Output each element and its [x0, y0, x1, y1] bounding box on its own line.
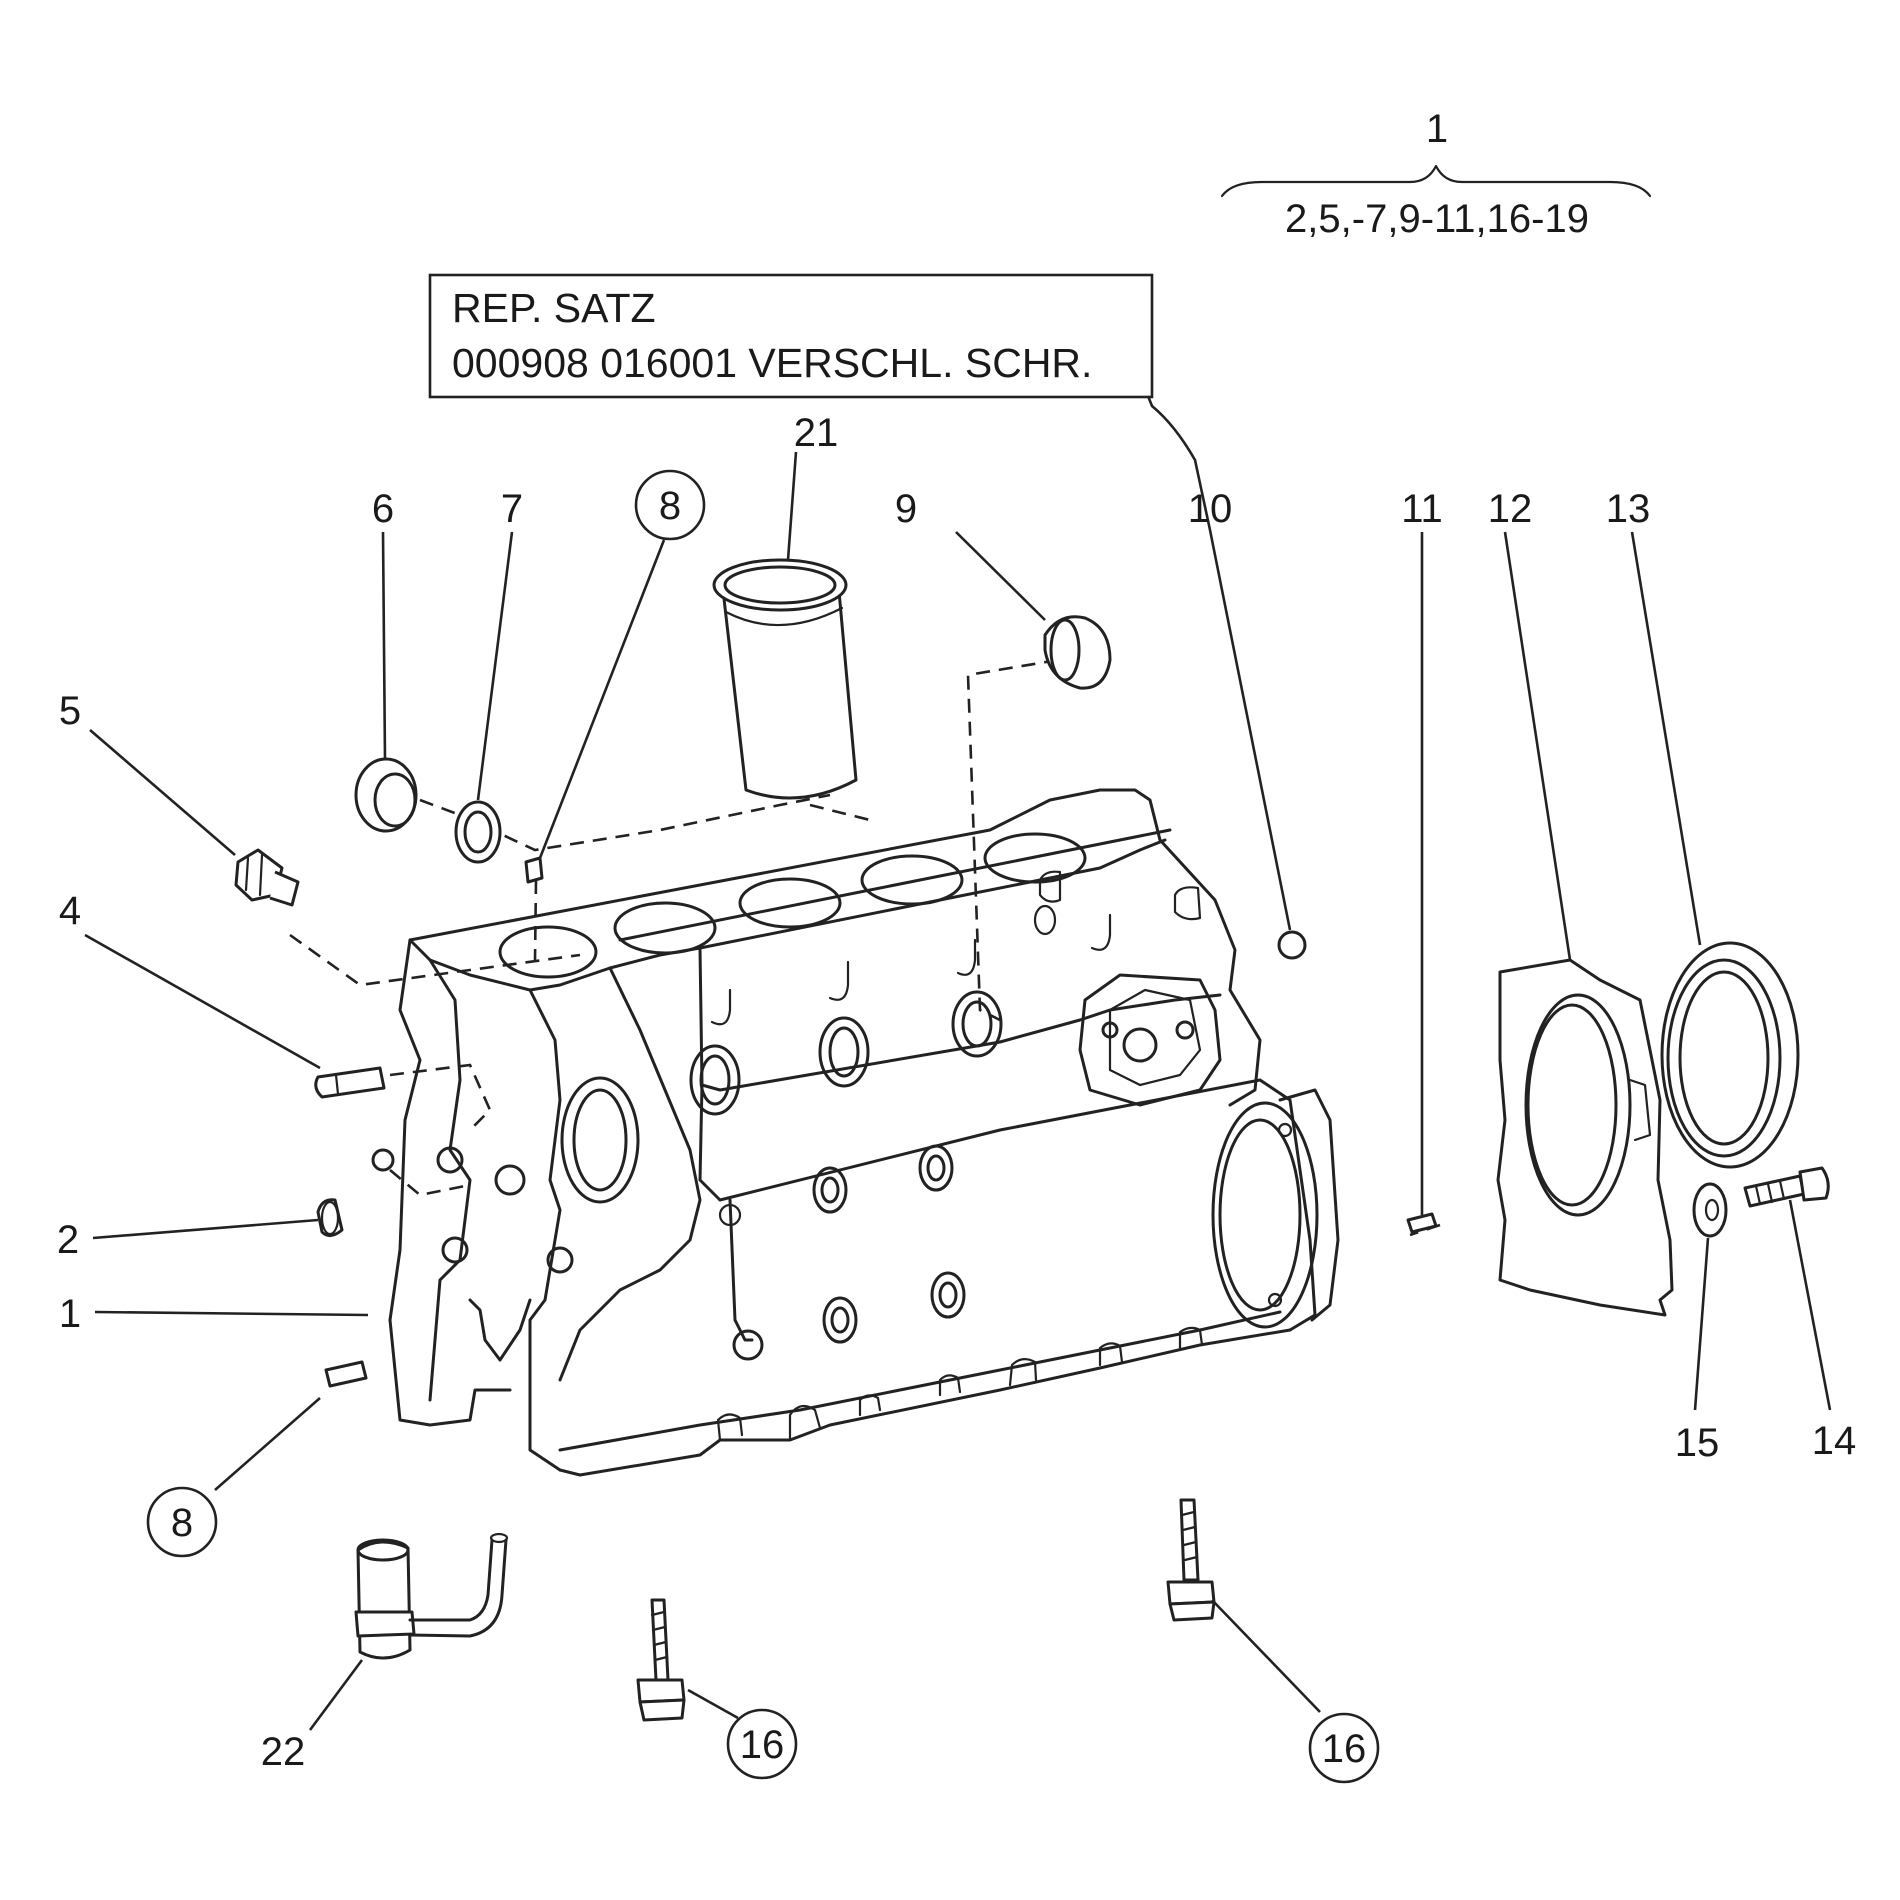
callout-2: 2 [57, 1218, 79, 1262]
part-6-cap [354, 757, 418, 833]
callout-21: 21 [794, 411, 839, 455]
callout-16-left-circle [726, 1708, 798, 1780]
callout-1: 1 [59, 1292, 81, 1336]
callout-16-right: 16 [1322, 1727, 1367, 1771]
part-13-rear-seal [1660, 941, 1800, 1169]
callout-22: 22 [261, 1730, 306, 1774]
part-4-pin [314, 1066, 386, 1099]
part-16-bolt-left [636, 1598, 686, 1722]
callout-14: 14 [1812, 1419, 1857, 1463]
part-11-dowel-pin [1406, 1212, 1438, 1234]
callout-10: 10 [1188, 487, 1233, 531]
callout-8-top-circle [634, 469, 706, 541]
part-7-ring [454, 800, 502, 864]
callout-8-bottom: 8 [171, 1501, 193, 1545]
kit-note-line1: REP. SATZ [452, 285, 656, 331]
part-8-dowel-bottom [324, 1360, 368, 1388]
callout-7: 7 [501, 487, 523, 531]
part-9-core-plug [1043, 615, 1112, 690]
part-14-bolt [1743, 1166, 1830, 1208]
callout-5: 5 [59, 689, 81, 733]
callout-9: 9 [895, 487, 917, 531]
callout-6: 6 [372, 487, 394, 531]
assembly-contents: 2,5,-7,9-11,16-19 [1285, 197, 1589, 241]
callout-8-bottom-circle [146, 1486, 218, 1558]
callout-11: 11 [1401, 487, 1443, 531]
alignment-lines [289, 658, 1441, 1237]
assembly-number: 1 [1426, 107, 1448, 151]
assembly-brace [1220, 164, 1652, 198]
engine-block [371, 788, 1340, 1477]
part-8-dowel-top [524, 856, 544, 884]
kit-note-box [428, 273, 1154, 399]
callout-15: 15 [1675, 1421, 1720, 1465]
part-15-washer [1692, 1182, 1728, 1238]
part-16-bolt-right [1166, 1498, 1216, 1622]
part-2-plug [316, 1198, 344, 1237]
part-5-plug [234, 848, 300, 907]
callout-13: 13 [1606, 487, 1651, 531]
part-22-sensor [354, 1532, 509, 1660]
leader-lines [84, 395, 1832, 1731]
part-12-seal-housing [1496, 958, 1674, 1317]
callout-4: 4 [59, 889, 81, 933]
callout-16-right-circle [1308, 1712, 1380, 1784]
callout-16-left: 16 [740, 1723, 785, 1767]
part-21-cylinder-liner [712, 558, 858, 800]
callout-8-top: 8 [659, 484, 681, 528]
kit-note-line2: 000908 016001 VERSCHL. SCHR. [452, 340, 1092, 386]
part-10-ball-plug [1277, 930, 1307, 960]
callout-12: 12 [1488, 487, 1533, 531]
